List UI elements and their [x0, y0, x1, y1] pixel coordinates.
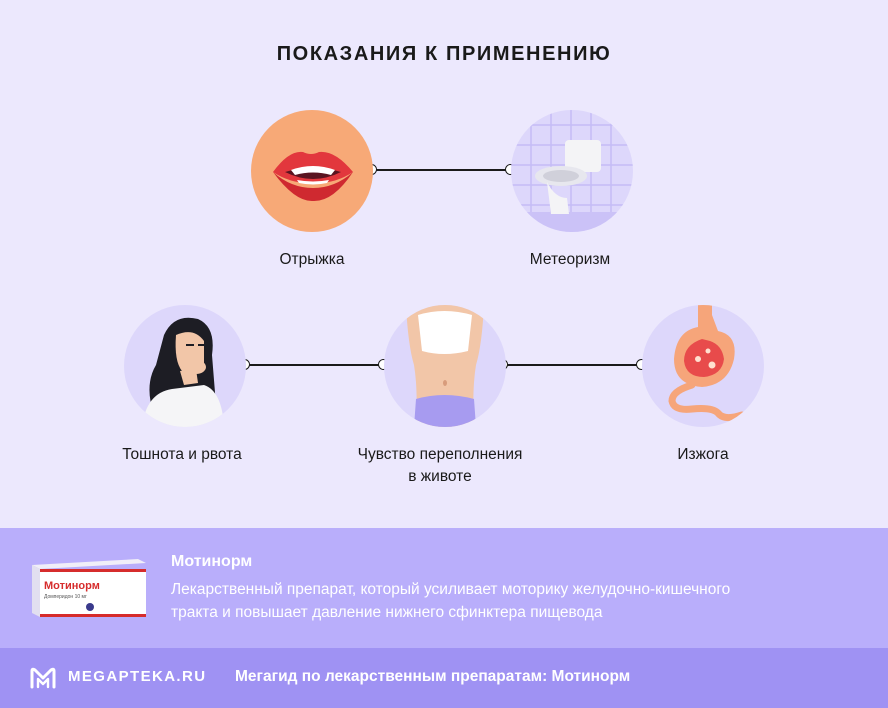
footer-tagline: Мегагид по лекарственным препаратам: Мот…	[235, 668, 631, 685]
box-subtitle-text: Домперидон 10 мг	[44, 594, 87, 600]
megapteka-logo-icon	[30, 667, 56, 689]
indication-label: Метеоризм	[529, 251, 611, 268]
indication-circle-belching	[251, 110, 373, 232]
indication-label: Чувство переполнения в животе	[330, 444, 550, 488]
lips-icon	[273, 151, 353, 202]
indication-label: Отрыжка	[279, 251, 345, 268]
box-brand-text: Мотинорм	[44, 580, 100, 592]
torso-icon	[406, 305, 484, 427]
indication-label: Изжога	[677, 446, 729, 463]
connector-line	[372, 169, 511, 171]
nauseous-woman-icon	[142, 317, 224, 427]
product-description-line2: тракта и повышает давление нижнего сфинк…	[171, 604, 603, 621]
toilet-icon	[511, 110, 633, 232]
indication-label: Тошнота и рвота	[122, 446, 242, 463]
product-section: Мотинорм Домперидон 10 мг Мотинорм Лекар…	[0, 528, 888, 648]
indication-circle-flatulence	[511, 110, 633, 232]
indication-label-line2: в животе	[408, 468, 472, 485]
footer-brand[interactable]: MEGAPTEKA.RU	[68, 668, 207, 685]
footer: MEGAPTEKA.RU Мегагид по лекарственным пр…	[0, 648, 888, 708]
indication-circle-nausea	[124, 305, 246, 427]
medicine-box-image: Мотинорм Домперидон 10 мг	[32, 559, 146, 617]
page-title: ПОКАЗАНИЯ К ПРИМЕНЕНИЮ	[276, 43, 612, 65]
stomach-icon	[668, 305, 746, 422]
product-description: Лекарственный препарат, который усиливае…	[171, 578, 871, 624]
connector-line	[245, 364, 385, 366]
product-name: Мотинорм	[171, 553, 253, 570]
indication-label-line1: Чувство переполнения	[357, 446, 523, 463]
indication-circle-bloating	[384, 305, 506, 427]
connector-line	[503, 364, 642, 366]
product-description-line1: Лекарственный препарат, который усиливае…	[171, 581, 731, 598]
indication-circle-heartburn	[642, 305, 764, 427]
